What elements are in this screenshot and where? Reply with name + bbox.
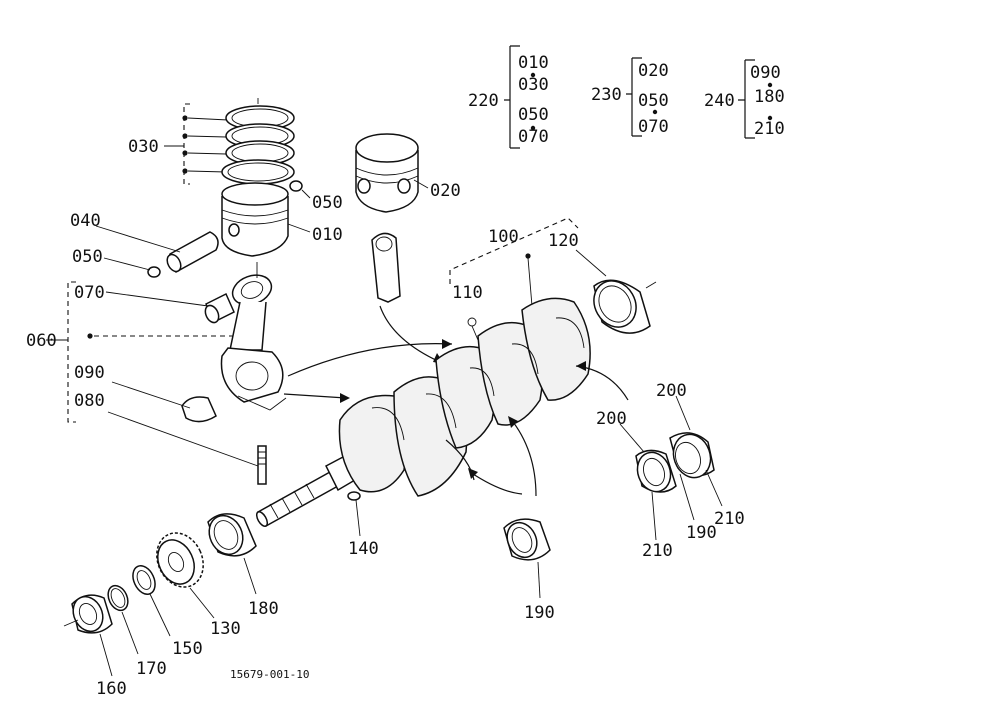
callout-210-right: 210 — [714, 509, 745, 529]
callout-030: 030 — [128, 137, 159, 157]
o-ring-170: 170 — [107, 584, 167, 679]
callout-010: 010 — [312, 225, 343, 245]
group-220-label: 220 — [468, 91, 499, 111]
piston-rings-030: 030 — [128, 98, 295, 185]
callout-120: 120 — [548, 231, 579, 251]
callout-020: 020 — [430, 181, 461, 201]
group-230-label: 230 — [591, 85, 622, 105]
collar-150: 150 — [132, 565, 203, 659]
callout-140: 140 — [348, 539, 379, 559]
oil-seal-160: 160 — [63, 594, 127, 699]
group-230: 230 020 050 070 — [591, 57, 669, 137]
drawing-number: 15679-001-10 — [230, 668, 309, 681]
bearing-120: 120 — [548, 231, 657, 334]
piston-assembly-020: 020 — [355, 133, 461, 364]
callout-210-left: 210 — [642, 541, 673, 561]
callout-080: 080 — [74, 391, 105, 411]
group-230-item-1: 020 — [638, 61, 669, 81]
group-220-item-1: 010 — [518, 53, 549, 73]
group-240-label: 240 — [704, 91, 735, 111]
callout-050-upper: 050 — [312, 193, 343, 213]
callout-090: 090 — [74, 363, 105, 383]
crankshaft-assembly-100: 100 110 140 — [255, 217, 629, 559]
group-220-item-2: 030 — [518, 75, 549, 95]
group-220-item-3: 050 — [518, 105, 549, 125]
thrust-bearing-200-210: 200 200 210 210 190 — [596, 381, 745, 561]
group-230-item-3: 070 — [638, 117, 669, 137]
callout-200-left: 200 — [596, 409, 627, 429]
callout-070: 070 — [74, 283, 105, 303]
group-240-item-1: 090 — [750, 63, 781, 83]
piston-pin-040: 040 050 — [70, 211, 219, 278]
group-230-item-2: 050 — [638, 91, 669, 111]
callout-040: 040 — [70, 211, 101, 231]
callout-110: 110 — [452, 283, 483, 303]
connecting-rod-060: 060 070 090 080 — [26, 262, 453, 485]
group-240: 240 090 180 210 — [704, 59, 785, 139]
callout-050-lower: 050 — [72, 247, 103, 267]
callout-190-right: 190 — [686, 523, 717, 543]
callout-060: 060 — [26, 331, 57, 351]
callout-130: 130 — [210, 619, 241, 639]
group-220: 220 010 030 050 070 — [468, 45, 549, 149]
piston-010: 010 050 — [221, 180, 343, 257]
callout-180: 180 — [248, 599, 279, 619]
callout-200-right: 200 — [656, 381, 687, 401]
callout-170: 170 — [136, 659, 167, 679]
group-240-item-2: 180 — [754, 87, 785, 107]
callout-150: 150 — [172, 639, 203, 659]
callout-160: 160 — [96, 679, 127, 699]
gear-130: 130 — [156, 532, 241, 639]
bushing-190: 190 — [503, 518, 555, 623]
bushing-180: 180 — [207, 513, 279, 619]
group-220-item-4: 070 — [518, 127, 549, 147]
callout-190-center: 190 — [524, 603, 555, 623]
callout-100: 100 — [488, 227, 519, 247]
group-240-item-3: 210 — [754, 119, 785, 139]
